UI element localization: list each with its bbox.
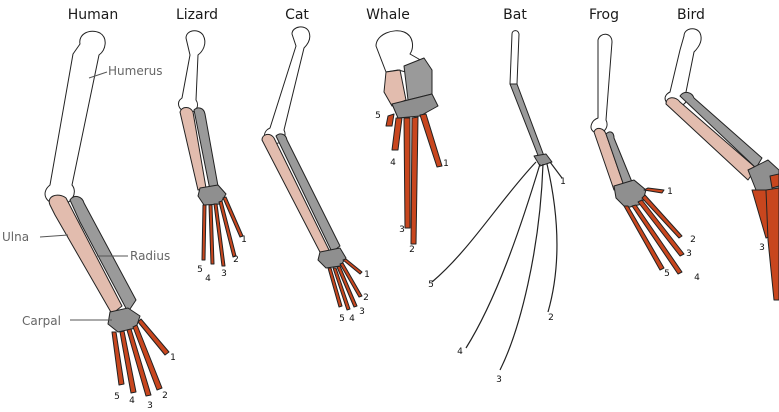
bird-ulna [666,98,756,180]
cat-digit-5: 5 [339,314,345,324]
label-carpal: Carpal [22,314,61,328]
cat-digit-1: 1 [364,270,370,280]
human-digit-1: 1 [170,353,176,363]
bat-humerus [510,31,519,84]
lizard-limb: 1 2 3 4 5 [179,31,247,284]
cat-radius [276,134,340,252]
whale-ulna [384,70,406,106]
cat-limb: 1 2 3 4 5 [262,27,370,324]
bat-digit-1: 1 [560,177,566,187]
title-bird: Bird [677,7,705,23]
whale-digit-2: 2 [409,245,415,255]
title-cat: Cat [285,7,309,23]
human-digit-4: 4 [129,396,135,406]
frog-digit-4: 4 [694,273,700,283]
frog-digit-3: 3 [686,249,692,259]
cat-ulna [262,134,330,256]
lizard-digit-2: 2 [233,255,239,265]
whale-digit-5: 5 [375,111,381,121]
bat-digit-5: 5 [428,280,434,290]
bat-digit-2: 2 [548,313,554,323]
whale-limb: 1 2 3 4 5 [375,31,449,255]
cat-humerus [264,27,309,144]
whale-phalanges [386,114,442,244]
human-digit-2: 2 [162,391,168,401]
cat-digit-2: 2 [363,293,369,303]
lizard-digit-3: 3 [221,269,227,279]
title-human: Human [68,7,119,23]
bird-digit-3: 3 [759,243,765,253]
lizard-digit-4: 4 [205,274,211,284]
whale-radius [404,58,432,100]
bat-digit-3: 3 [496,375,502,385]
frog-digit-1: 1 [667,187,673,197]
bird-phalanges [752,174,779,300]
bat-digit-4: 4 [457,347,463,357]
lizard-humerus [179,31,205,113]
bird-digit-numbers: 3 [759,243,765,253]
whale-digit-4: 4 [390,158,396,168]
cat-digit-4: 4 [349,314,355,324]
title-bat: Bat [503,7,527,23]
title-whale: Whale [366,7,410,23]
human-digit-3: 3 [147,401,153,411]
bat-phalanges [432,162,562,370]
label-ulna: Ulna [2,230,29,244]
cat-digit-3: 3 [359,307,365,317]
label-humerus: Humerus [108,64,163,78]
whale-digit-3: 3 [399,225,405,235]
human-digit-5: 5 [114,392,120,402]
frog-digit-5: 5 [664,269,670,279]
bat-limb: 1 2 3 4 5 [428,31,566,385]
title-lizard: Lizard [176,7,218,23]
bat-radius [510,84,544,158]
whale-digit-1: 1 [443,159,449,169]
bird-radius [680,92,762,168]
bird-limb: 3 [665,29,779,300]
human-limb: 1 2 3 4 5 Humerus Ulna Radius Carpal [2,31,176,411]
label-radius: Radius [130,249,170,263]
frog-humerus [591,34,612,133]
frog-digit-2: 2 [690,235,696,245]
title-frog: Frog [589,7,619,23]
human-humerus [45,31,105,204]
lizard-digit-1: 1 [241,235,247,245]
lizard-digit-5: 5 [197,265,203,275]
